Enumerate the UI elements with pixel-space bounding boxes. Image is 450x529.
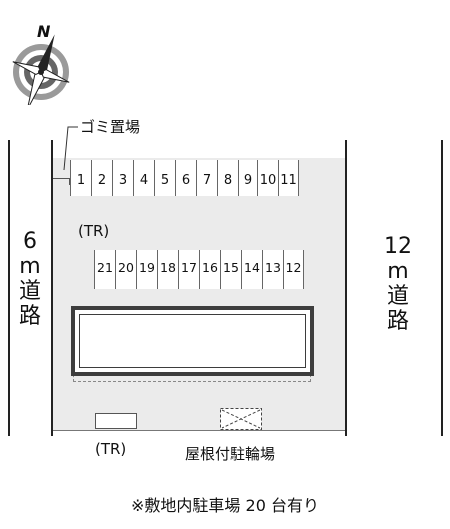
building-inner-wall (79, 314, 306, 368)
parking-space: 20 (115, 250, 136, 289)
right-road-char-2: 路 (386, 309, 409, 334)
left-road-width: 6 (23, 229, 37, 254)
parking-space: 3 (112, 160, 133, 196)
parking-space: 2 (91, 160, 112, 196)
parking-space: 6 (175, 160, 196, 196)
parking-row-bottom: 21 20 19 18 17 16 15 14 13 12 (94, 250, 304, 289)
right-road-label: 12 m 道 路 (378, 234, 418, 334)
lot-bottom-edge (53, 430, 345, 431)
right-road-char-1: 道 (386, 284, 409, 309)
right-road-edge-outer (441, 140, 443, 436)
parking-space: 15 (220, 250, 241, 289)
compass-icon (12, 34, 70, 110)
parking-space: 12 (283, 250, 304, 289)
parking-space: 8 (217, 160, 238, 196)
transformer-box (95, 413, 137, 429)
garbage-leader-line (63, 126, 78, 171)
left-road-edge-outer (8, 140, 10, 436)
parking-space: 10 (257, 160, 278, 196)
parking-space: 11 (278, 160, 299, 196)
garbage-area-marker (53, 178, 70, 185)
parking-lot (53, 158, 345, 430)
left-road-char-2: 路 (18, 304, 41, 329)
compass: N (5, 10, 77, 110)
parking-row-top: 1 2 3 4 5 6 7 8 9 10 11 (70, 160, 299, 196)
north-label: N (37, 22, 51, 41)
parking-space: 17 (178, 250, 199, 289)
parking-space: 21 (94, 250, 115, 289)
parking-space: 9 (238, 160, 257, 196)
left-road-char-1: 道 (18, 279, 41, 304)
garbage-area-label: ゴミ置場 (80, 118, 141, 136)
transformer-label-top: (TR) (78, 222, 110, 240)
right-road-unit: m (387, 259, 409, 284)
left-road-label: 6 m 道 路 (14, 229, 46, 329)
parking-space: 7 (196, 160, 217, 196)
right-road-width: 12 (384, 234, 412, 259)
bike-parking-icon (220, 408, 262, 430)
parking-space: 19 (136, 250, 157, 289)
parking-footnote: ※敷地内駐車場 20 台有り (131, 496, 319, 515)
parking-space: 13 (262, 250, 283, 289)
parking-space: 1 (70, 160, 91, 196)
parking-space: 14 (241, 250, 262, 289)
parking-space: 5 (154, 160, 175, 196)
parking-space: 18 (157, 250, 178, 289)
bike-parking-label: 屋根付駐輪場 (185, 445, 276, 463)
parking-space: 4 (133, 160, 154, 196)
transformer-label-bottom: (TR) (95, 440, 127, 458)
parking-space: 16 (199, 250, 220, 289)
left-road-edge-inner (51, 140, 53, 436)
right-road-edge-inner (345, 140, 347, 436)
building (71, 306, 314, 376)
left-road-unit: m (19, 254, 41, 279)
